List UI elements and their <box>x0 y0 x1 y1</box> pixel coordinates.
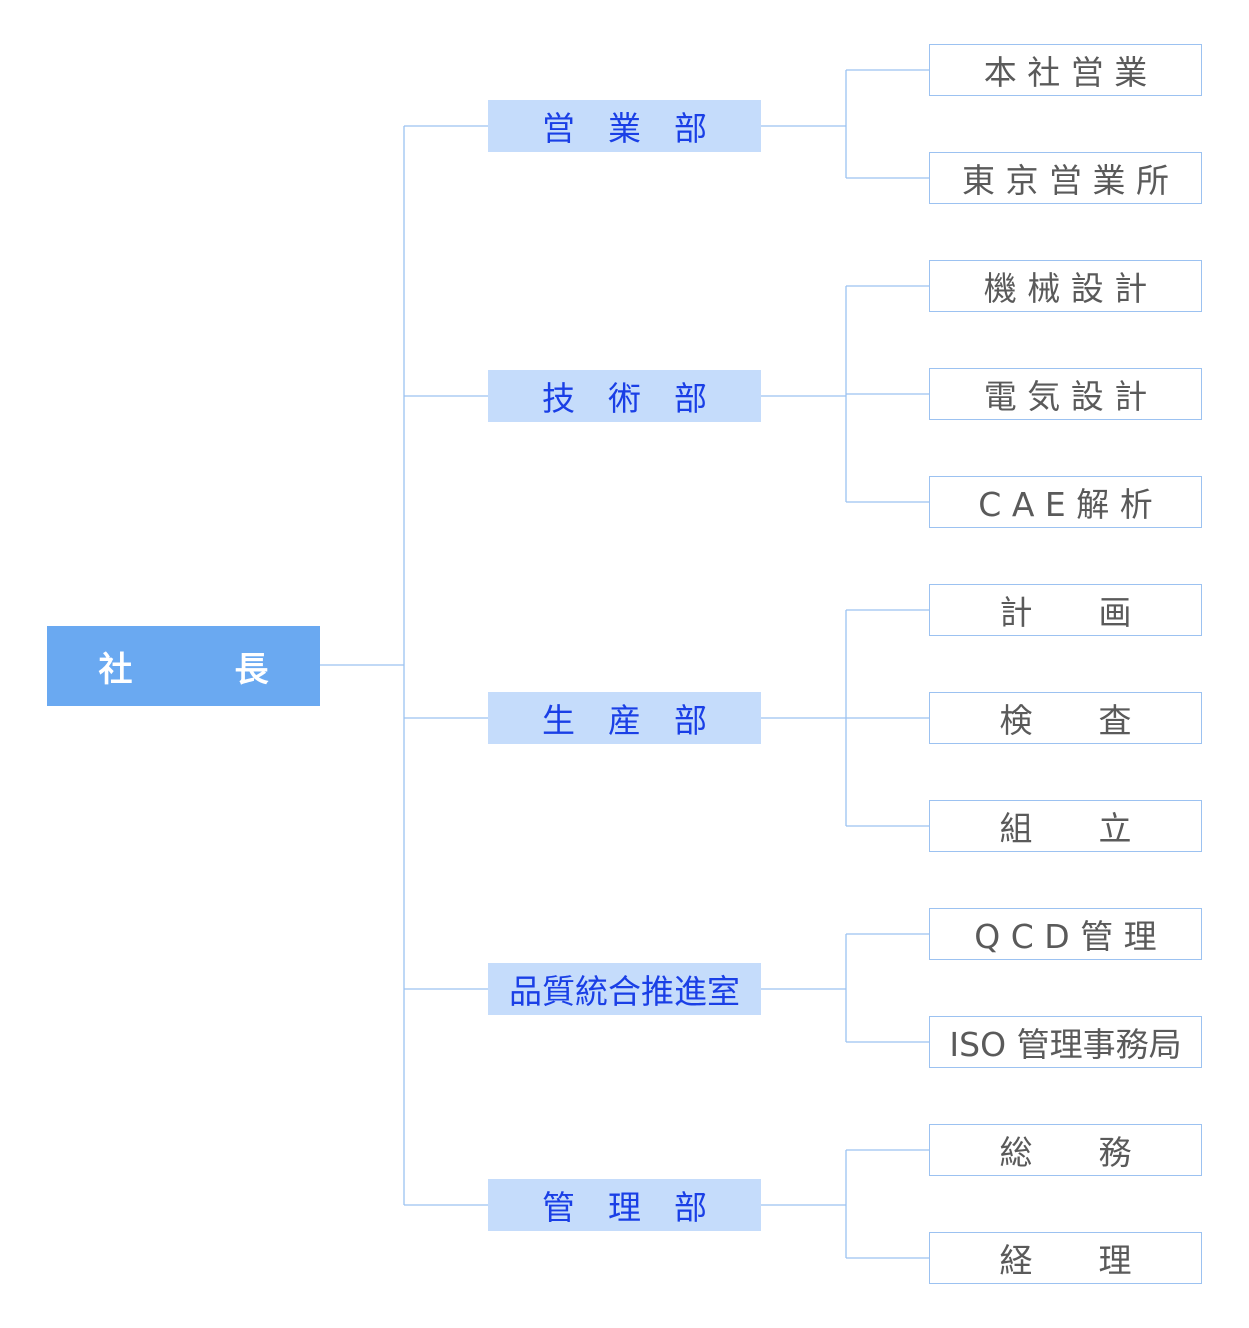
dept-label: 品質統合推進室 <box>509 972 740 1011</box>
unit-label: Q C D 管 理 <box>974 917 1157 956</box>
unit-label: 計 画 <box>999 593 1132 632</box>
unit-box: 機 械 設 計 <box>929 260 1202 312</box>
unit-box: C A E 解 析 <box>929 476 1202 528</box>
dept-administration-box: 管 理 部 <box>488 1179 761 1231</box>
unit-box: 総 務 <box>929 1124 1202 1176</box>
unit-label: 本 社 営 業 <box>983 53 1148 92</box>
dept-label: 営 業 部 <box>542 109 707 148</box>
unit-box: 組 立 <box>929 800 1202 852</box>
unit-label: 検 査 <box>999 701 1132 740</box>
dept-label: 生 産 部 <box>542 701 707 740</box>
unit-label: 東 京 営 業 所 <box>962 161 1169 200</box>
dept-quality-box: 品質統合推進室 <box>488 963 761 1015</box>
root-label: 社 長 <box>98 649 269 690</box>
dept-sales-box: 営 業 部 <box>488 100 761 152</box>
unit-box: 検 査 <box>929 692 1202 744</box>
unit-label: ISO 管理事務局 <box>949 1025 1182 1064</box>
unit-box: ISO 管理事務局 <box>929 1016 1202 1068</box>
unit-label: 総 務 <box>999 1133 1132 1172</box>
unit-box: 計 画 <box>929 584 1202 636</box>
dept-engineering-box: 技 術 部 <box>488 370 761 422</box>
unit-box: 電 気 設 計 <box>929 368 1202 420</box>
unit-box: 経 理 <box>929 1232 1202 1284</box>
unit-label: 電 気 設 計 <box>983 377 1148 416</box>
unit-label: 機 械 設 計 <box>983 269 1148 308</box>
dept-label: 管 理 部 <box>542 1188 707 1227</box>
unit-label: 経 理 <box>999 1241 1132 1280</box>
unit-label: 組 立 <box>999 809 1132 848</box>
dept-label: 技 術 部 <box>542 379 707 418</box>
root-president-box: 社 長 <box>47 626 320 706</box>
unit-box: Q C D 管 理 <box>929 908 1202 960</box>
unit-label: C A E 解 析 <box>978 485 1153 524</box>
unit-box: 東 京 営 業 所 <box>929 152 1202 204</box>
unit-box: 本 社 営 業 <box>929 44 1202 96</box>
dept-production-box: 生 産 部 <box>488 692 761 744</box>
